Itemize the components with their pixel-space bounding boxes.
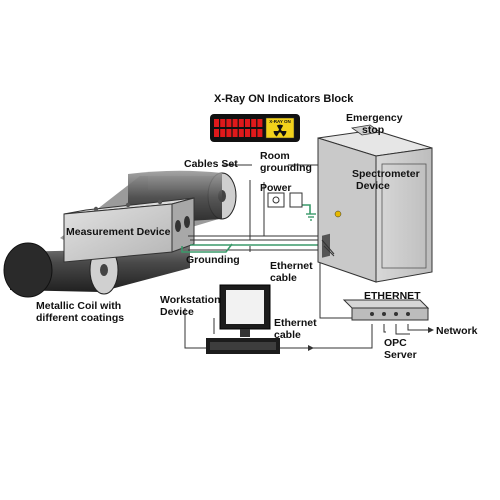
indicator-lamp <box>251 119 257 127</box>
indicator-lamp <box>226 119 232 127</box>
workstation-label-line2: Device <box>160 306 194 318</box>
xray-badge-label: X-RAY ON <box>269 119 291 124</box>
room-grounding-label-line2: grounding <box>260 162 312 174</box>
ethernet-cable-bottom-label-line2: cable <box>274 329 301 341</box>
indicator-lamp <box>214 119 219 127</box>
ethernet-switch <box>342 299 430 321</box>
cables-set-label: Cables Set <box>184 158 238 170</box>
workstation-label-line1: Workstation <box>160 294 220 306</box>
indicator-lamp <box>257 129 263 137</box>
opc-server-label-line1: OPC <box>384 337 407 349</box>
radiation-trefoil-icon <box>273 124 287 137</box>
indicator-lamp <box>232 119 238 127</box>
spectrometer-label-line2: Device <box>356 180 390 192</box>
metallic-coil-label-line2: different coatings <box>36 312 124 324</box>
measurement-device <box>63 197 195 263</box>
indicator-lamp <box>220 119 226 127</box>
door-knob <box>334 210 342 218</box>
xray-indicator-block: X-RAY ON <box>210 114 300 142</box>
ethernet-cables <box>184 258 434 351</box>
emergency-stop-label-line2: stop <box>362 124 384 136</box>
indicator-lamp <box>238 119 244 127</box>
opc-server-label-line2: Server <box>384 349 417 361</box>
cable-port <box>321 233 335 258</box>
indicator-lamp <box>245 129 250 137</box>
spectrometer-label-line1: Spectrometer <box>352 168 420 180</box>
indicator-lamp <box>214 129 219 137</box>
ethernet-cable-bottom-label-line1: Ethernet <box>274 317 317 329</box>
indicator-lamp <box>257 119 263 127</box>
ethernet-switch-label: ETHERNET <box>364 290 421 302</box>
computer-monitor-icon <box>226 290 264 324</box>
ethernet-cable-top-label-line1: Ethernet <box>270 260 313 272</box>
indicator-lamp <box>220 129 226 137</box>
workstation-device <box>206 284 280 354</box>
emergency-stop-button-icon <box>350 124 382 136</box>
measurement-device-label: Measurement Device <box>66 226 171 238</box>
ground-symbol-icon <box>289 192 316 221</box>
emergency-stop-label-line1: Emergency <box>346 112 403 124</box>
xray-block-label: X-Ray ON Indicators Block <box>214 93 354 105</box>
network-label: Network <box>436 325 478 337</box>
indicator-lamps <box>214 119 263 137</box>
indicator-lamp <box>226 129 232 137</box>
indicator-lamp <box>251 129 257 137</box>
ethernet-cable-top-label-line2: cable <box>270 272 297 284</box>
spectrometer-device <box>317 124 433 283</box>
metallic-coil-label-line1: Metallic Coil with <box>36 300 121 312</box>
room-grounding-label-line1: Room <box>260 150 290 162</box>
power-label: Power <box>260 182 292 194</box>
indicator-lamp <box>245 119 250 127</box>
indicator-lamp <box>232 129 238 137</box>
power-outlet-icon <box>267 192 285 208</box>
grounding-label: Grounding <box>186 254 240 266</box>
indicator-lamp <box>238 129 244 137</box>
